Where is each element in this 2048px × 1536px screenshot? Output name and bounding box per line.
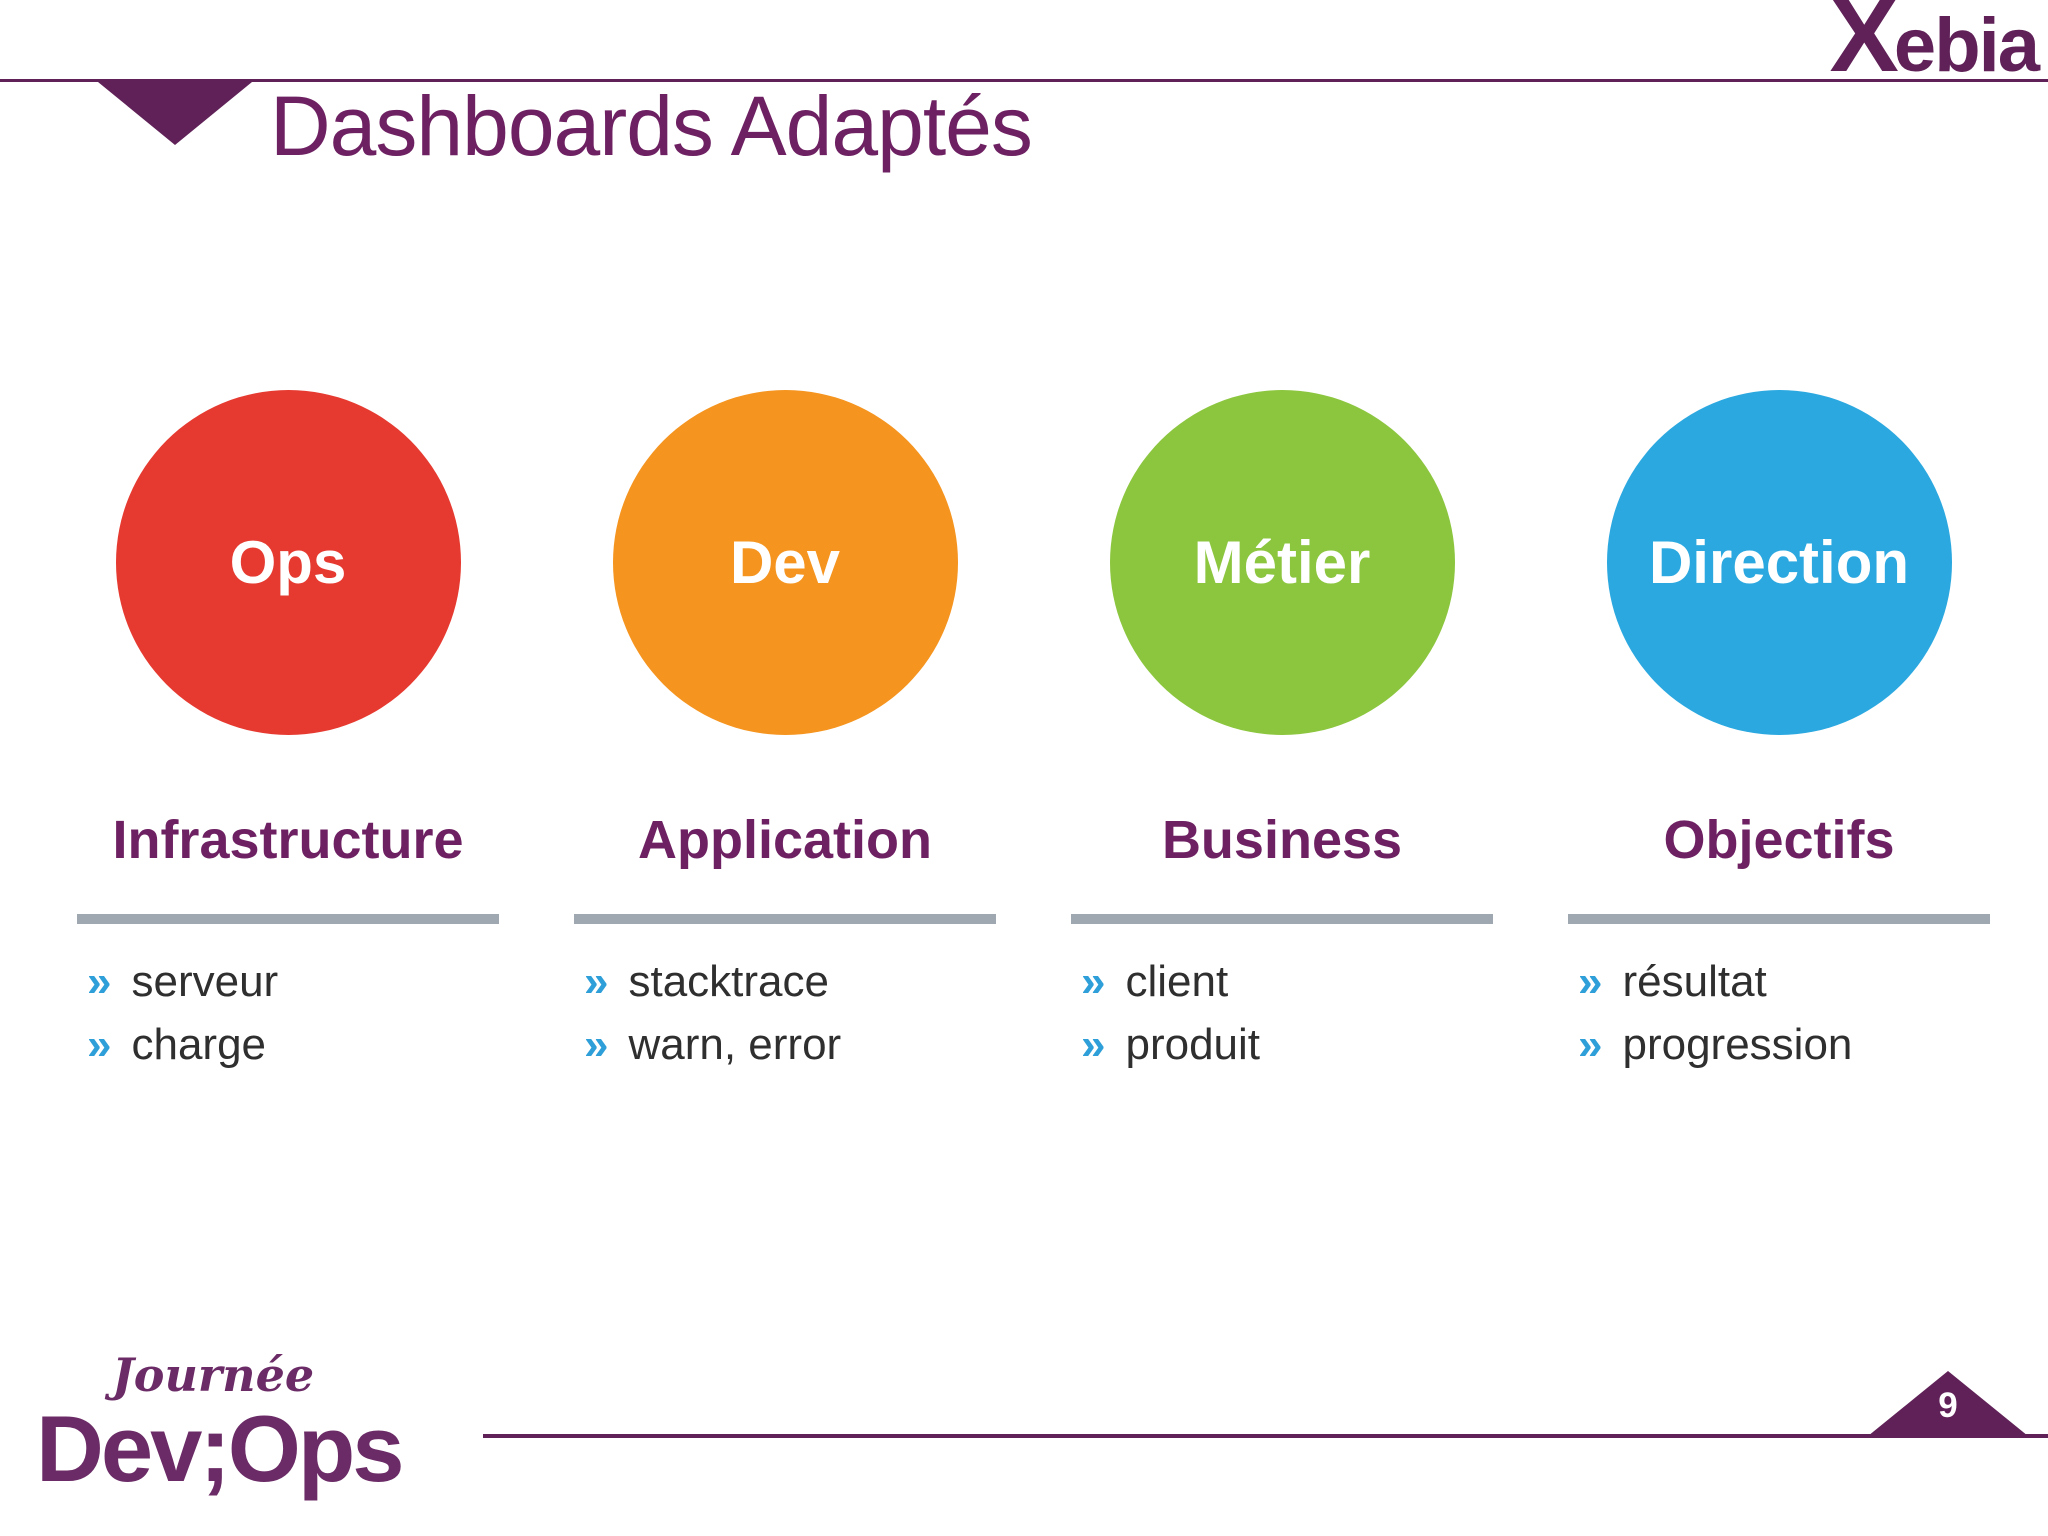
bullet-list: » serveur » charge <box>77 950 499 1076</box>
column-heading: Objectifs <box>1663 810 1895 870</box>
list-item: » serveur <box>87 950 499 1013</box>
column-ops: Ops Infrastructure » serveur » charge <box>77 390 499 1076</box>
column-rule <box>77 914 499 925</box>
column-heading: Infrastructure <box>112 810 464 870</box>
dev-circle: Dev <box>612 390 958 735</box>
list-item: » warn, error <box>584 1013 996 1076</box>
column-heading: Business <box>1161 810 1403 870</box>
xebia-logo-text: ebia <box>1893 3 2040 88</box>
metier-circle: Métier <box>1109 390 1455 735</box>
header-triangle-icon <box>98 82 252 145</box>
bullet-text: client <box>1125 957 1229 1007</box>
bullet-list: » client » produit <box>1071 950 1493 1076</box>
header-divider-line <box>0 79 2048 82</box>
column-metier: Métier Business » client » produit <box>1071 390 1493 1076</box>
circle-label: Dev <box>729 529 841 596</box>
ops-circle: Ops <box>115 390 461 735</box>
chevron-bullet-icon: » <box>87 957 112 1007</box>
chevron-bullet-icon: » <box>584 1020 609 1070</box>
circle-label: Ops <box>229 529 347 596</box>
chevron-bullet-icon: » <box>1578 957 1603 1007</box>
chevron-bullet-icon: » <box>584 957 609 1007</box>
column-dev: Dev Application » stacktrace » warn, err… <box>574 390 996 1076</box>
bullet-text: stacktrace <box>628 957 829 1007</box>
bullet-text: warn, error <box>628 1020 842 1070</box>
devops-logo-text: Dev;Ops <box>36 1396 405 1501</box>
bullet-text: charge <box>131 1020 267 1070</box>
page-number-triangle <box>1868 1371 2028 1436</box>
bullet-text: progression <box>1622 1020 1853 1070</box>
circle-label: Métier <box>1193 529 1371 596</box>
bullet-list: » résultat » progression <box>1568 950 1990 1076</box>
list-item: » stacktrace <box>584 950 996 1013</box>
chevron-bullet-icon: » <box>87 1020 112 1070</box>
column-heading: Application <box>638 810 932 870</box>
list-item: » client <box>1081 950 1493 1013</box>
list-item: » produit <box>1081 1013 1493 1076</box>
xebia-logo-x: X <box>1829 0 1899 94</box>
journee-logo-script: Journée <box>112 1348 315 1402</box>
list-item: » charge <box>87 1013 499 1076</box>
page-number: 9 <box>1938 1386 1958 1425</box>
bullet-text: serveur <box>131 957 279 1007</box>
chevron-bullet-icon: » <box>1081 1020 1106 1070</box>
column-rule <box>1071 914 1493 925</box>
list-item: » progression <box>1578 1013 1990 1076</box>
bullet-list: » stacktrace » warn, error <box>574 950 996 1076</box>
xebia-logo: Xebia <box>1830 0 2040 88</box>
direction-circle: Direction <box>1606 390 1952 735</box>
bullet-text: résultat <box>1622 957 1767 1007</box>
column-direction: Direction Objectifs » résultat » progres… <box>1568 390 1990 1076</box>
columns-container: Ops Infrastructure » serveur » charge De… <box>77 390 1990 1076</box>
chevron-bullet-icon: » <box>1081 957 1106 1007</box>
column-rule <box>574 914 996 925</box>
page-title: Dashboards Adaptés <box>270 79 1033 173</box>
chevron-bullet-icon: » <box>1578 1020 1603 1070</box>
circle-label: Direction <box>1648 529 1910 596</box>
list-item: » résultat <box>1578 950 1990 1013</box>
bullet-text: produit <box>1125 1020 1261 1070</box>
footer-divider-line <box>483 1434 2048 1438</box>
column-rule <box>1568 914 1990 925</box>
